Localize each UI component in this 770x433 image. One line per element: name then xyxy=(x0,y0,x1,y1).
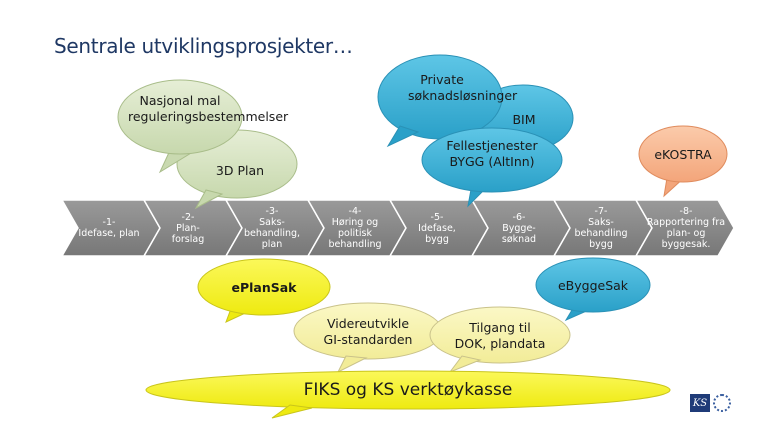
process-step-7: -7-Saks-behandling bygg xyxy=(562,200,640,256)
step-label: Saks-behandling bygg xyxy=(574,217,628,250)
ks-emblem-icon xyxy=(713,394,731,412)
process-step-8: -8-Rapportering fra plan- og byggesak. xyxy=(644,200,728,256)
step-number: -4- xyxy=(348,206,362,217)
bubble-felles-text: Fellestjenester BYGG (AltInn) xyxy=(446,138,538,169)
fiks-label: FIKS og KS verktøykasse xyxy=(303,380,513,400)
bubble-felles-shape xyxy=(421,127,563,208)
bubble-tilgang-shape xyxy=(429,306,571,374)
step-label: Idefase, plan xyxy=(78,228,140,239)
step-label: Bygge-søknad xyxy=(501,222,537,245)
step-number: -2- xyxy=(181,211,195,223)
bubble-bim-text: BIM xyxy=(512,112,536,127)
slide-title: Sentrale utviklingsprosjekter… xyxy=(54,34,353,58)
ks-logo-mark: KS xyxy=(690,394,710,412)
process-step-5: -5-Idefase, bygg xyxy=(398,200,476,256)
step-number: -7- xyxy=(594,206,608,217)
process-step-8-shape xyxy=(634,199,735,257)
bubble-tilgang-text: Tilgang til DOK, plandata xyxy=(454,320,546,351)
step-label: Rapportering fra plan- og byggesak. xyxy=(646,217,726,250)
ks-logo: KS xyxy=(690,393,734,413)
step-label: Idefase, bygg xyxy=(418,222,456,245)
step-number: -3- xyxy=(265,206,279,217)
step-number: -8- xyxy=(679,206,693,217)
bubble-ekostra-text: eKOSTRA xyxy=(654,147,712,162)
process-step-6: -6-Bygge-søknad xyxy=(480,200,558,256)
bubble-eplansak-shape xyxy=(197,258,331,323)
bubble-ebyggesak-text: eByggeSak xyxy=(557,278,629,293)
bubble-private-text: Private søknadsløsninger xyxy=(408,72,518,103)
step-number: -6- xyxy=(512,211,526,223)
step-label: Saks-behandling, plan xyxy=(243,217,301,250)
bubble-ebyggesak-shape xyxy=(535,257,651,322)
step-number: -5- xyxy=(430,211,444,223)
bubble-videreutvikle-shape xyxy=(293,302,443,374)
process-step-3: -3-Saks-behandling, plan xyxy=(234,200,310,256)
bubble-eplansak-text: ePlanSak xyxy=(231,280,297,295)
process-arrow xyxy=(60,199,735,257)
fiks-bubble-shape xyxy=(145,370,671,419)
process-step-2: -2-Plan-forslag xyxy=(154,200,222,256)
process-step-4: -4-Høring og politisk behandling xyxy=(316,200,394,256)
bubble-private-shape xyxy=(377,54,503,148)
step-label: Plan-forslag xyxy=(171,222,205,245)
step-number: -1- xyxy=(102,217,116,228)
bubble-3d-plan-text: 3D Plan xyxy=(215,163,265,178)
bubble-videreutvikle-text: Videreutvikle GI-standarden xyxy=(323,316,413,347)
bubble-nasjonal-text: Nasjonal mal reguleringsbestemmelser xyxy=(128,93,289,124)
bubble-ekostra-shape xyxy=(638,125,728,198)
step-label: Høring og politisk behandling xyxy=(328,217,382,250)
bubble-nasjonal-shape xyxy=(117,79,243,174)
process-step-1: -1-Idefase, plan xyxy=(66,200,152,256)
